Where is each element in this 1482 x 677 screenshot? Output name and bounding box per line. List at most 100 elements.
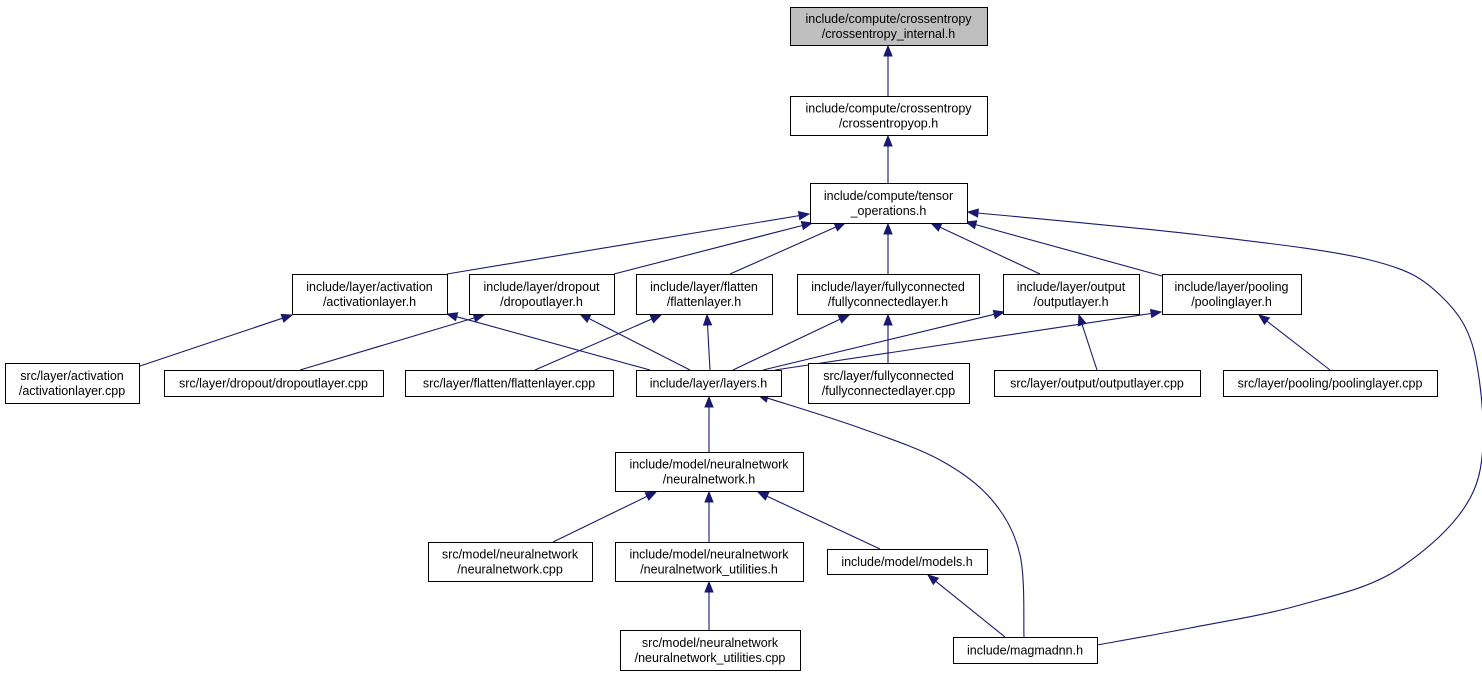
node-label-line: /fullyconnectedlayer.cpp bbox=[822, 384, 955, 398]
arrowhead-icon bbox=[833, 222, 847, 232]
edge-line bbox=[939, 226, 1041, 275]
node-label-line: /neuralnetwork_utilities.h bbox=[640, 563, 778, 577]
node-tensor-operations[interactable]: include/compute/tensor_operations.h bbox=[810, 183, 968, 224]
node-label-line: include/magmadnn.h bbox=[967, 644, 1083, 658]
node-label-line: include/layer/pooling bbox=[1175, 280, 1289, 294]
node-label-line: /poolinglayer.h bbox=[1191, 295, 1272, 309]
edge-line bbox=[139, 317, 283, 367]
edge-layers_h-to-poolinglayer_h bbox=[774, 308, 1163, 371]
node-label-line: /outputlayer.h bbox=[1033, 295, 1108, 309]
node-poolinglayer-h[interactable]: include/layer/pooling/poolinglayer.h bbox=[1162, 274, 1302, 315]
node-label-line: include/layer/layers.h bbox=[650, 377, 767, 391]
node-label-line: include/layer/fullyconnected bbox=[811, 280, 965, 294]
edge-flattenlayer_h-to-tensor_operations bbox=[729, 222, 847, 275]
edge-line bbox=[977, 212, 1482, 646]
node-neuralnetwork-cpp[interactable]: src/model/neuralnetwork/neuralnetwork.cp… bbox=[428, 542, 593, 582]
node-label-line: _operations.h bbox=[850, 204, 927, 218]
edge-line bbox=[613, 224, 803, 275]
node-box bbox=[790, 96, 988, 136]
node-label-line: /neuralnetwork_utilities.cpp bbox=[635, 651, 786, 665]
edge-layers_h-to-activationlayer_h bbox=[445, 312, 651, 371]
node-box bbox=[405, 370, 614, 397]
node-label-line: /activationlayer.h bbox=[323, 295, 416, 309]
node-label-line: include/layer/flatten bbox=[650, 280, 758, 294]
node-crossentropyop[interactable]: include/compute/crossentropy/crossentrop… bbox=[790, 96, 988, 136]
arrowhead-icon bbox=[797, 211, 811, 221]
edge-neuralnetwork_utilities_h-to-neuralnetwork_h bbox=[704, 490, 714, 542]
edge-neuralnetwork_h-to-layers_h bbox=[704, 395, 714, 452]
edge-line bbox=[766, 495, 881, 550]
edge-layers_h-to-flattenlayer_h bbox=[702, 313, 713, 371]
node-box bbox=[636, 370, 782, 397]
node-outputlayer-cpp[interactable]: src/layer/output/outputlayer.cpp bbox=[994, 370, 1201, 397]
edge-neuralnetwork_utilities_cpp-to-neuralnetwork_utilities_h bbox=[704, 580, 714, 630]
node-box bbox=[620, 630, 801, 671]
node-magmadnn-h[interactable]: include/magmadnn.h bbox=[953, 637, 1098, 664]
node-label-line: include/model/neuralnetwork bbox=[629, 458, 789, 472]
edge-line bbox=[588, 318, 691, 371]
arrowhead-icon bbox=[929, 222, 943, 232]
node-flattenlayer-h[interactable]: include/layer/flatten/flattenlayer.h bbox=[636, 274, 773, 315]
node-label-line: src/layer/output/outputlayer.cpp bbox=[1010, 377, 1184, 391]
edge-line bbox=[935, 580, 1006, 638]
node-crossentropy-internal[interactable]: include/compute/crossentropy/crossentrop… bbox=[790, 7, 988, 46]
arrowhead-icon bbox=[883, 44, 893, 57]
arrowhead-icon bbox=[578, 313, 592, 323]
edge-layers_h-to-outputlayer_h bbox=[762, 309, 1006, 371]
node-label-line: include/layer/output bbox=[1017, 280, 1126, 294]
node-models-h[interactable]: include/model/models.h bbox=[827, 549, 988, 575]
node-label-line: include/model/neuralnetwork bbox=[629, 548, 789, 562]
edges-layer bbox=[139, 44, 1482, 646]
arrowhead-icon bbox=[992, 309, 1006, 320]
node-neuralnetwork-utilities-h[interactable]: include/model/neuralnetwork/neuralnetwor… bbox=[615, 542, 804, 582]
node-label-line: src/layer/fullyconnected bbox=[823, 369, 954, 383]
edge-fullyconnectedlayer_cpp-to-fullyconnectedlayer_h bbox=[883, 313, 893, 363]
node-box bbox=[953, 637, 1098, 664]
edge-line bbox=[975, 224, 1163, 277]
edge-line bbox=[729, 226, 837, 275]
node-label-line: src/model/neuralnetwork bbox=[642, 636, 779, 650]
node-neuralnetwork-h[interactable]: include/model/neuralnetwork/neuralnetwor… bbox=[615, 452, 804, 492]
edge-crossentropyop-to-crossentropy_internal bbox=[883, 44, 893, 96]
edge-neuralnetwork_cpp-to-neuralnetwork_h bbox=[552, 491, 658, 543]
node-label-line: src/layer/flatten/flattenlayer.cpp bbox=[423, 377, 595, 391]
node-label-line: include/compute/crossentropy bbox=[805, 102, 972, 116]
edge-poolinglayer_h-to-tensor_operations bbox=[964, 220, 1163, 277]
arrowhead-icon bbox=[1149, 308, 1163, 319]
node-neuralnetwork-utilities-cpp[interactable]: src/model/neuralnetwork/neuralnetwork_ut… bbox=[620, 630, 801, 671]
edge-line bbox=[446, 215, 800, 275]
arrowhead-icon bbox=[926, 574, 940, 586]
node-label-line: src/layer/pooling/poolinglayer.cpp bbox=[1238, 377, 1423, 391]
node-label-line: src/model/neuralnetwork bbox=[442, 548, 579, 562]
nodes-layer: include/compute/crossentropy/crossentrop… bbox=[5, 7, 1438, 671]
node-box bbox=[292, 274, 448, 315]
arrowhead-icon bbox=[883, 222, 893, 235]
node-box bbox=[615, 542, 804, 582]
arrowhead-icon bbox=[445, 312, 459, 322]
node-box bbox=[810, 183, 968, 224]
node-poolinglayer-cpp[interactable]: src/layer/pooling/poolinglayer.cpp bbox=[1223, 370, 1438, 397]
node-label-line: /neuralnetwork.h bbox=[663, 473, 755, 487]
node-label-line: /flattenlayer.h bbox=[667, 295, 741, 309]
node-activationlayer-h[interactable]: include/layer/activation/activationlayer… bbox=[292, 274, 448, 315]
node-activationlayer-cpp[interactable]: src/layer/activation/activationlayer.cpp bbox=[5, 363, 140, 404]
edge-line bbox=[706, 324, 711, 371]
arrowhead-icon bbox=[883, 313, 893, 326]
node-outputlayer-h[interactable]: include/layer/output/outputlayer.h bbox=[1003, 274, 1140, 315]
edge-tensor_operations-to-crossentropyop bbox=[883, 134, 893, 183]
node-box bbox=[164, 370, 384, 397]
arrowhead-icon bbox=[837, 314, 851, 324]
node-flattenlayer-cpp[interactable]: src/layer/flatten/flattenlayer.cpp bbox=[405, 370, 614, 397]
edge-line bbox=[534, 318, 653, 371]
edge-magmadnn_h-to-layers_h bbox=[756, 393, 1025, 638]
edge-line bbox=[774, 312, 1152, 371]
node-fullyconnectedlayer-h[interactable]: include/layer/fullyconnected/fullyconnec… bbox=[797, 274, 980, 315]
node-layers-h[interactable]: include/layer/layers.h bbox=[636, 370, 782, 397]
arrowhead-icon bbox=[649, 314, 663, 324]
node-label-line: /dropoutlayer.h bbox=[500, 295, 583, 309]
node-dropoutlayer-cpp[interactable]: src/layer/dropout/dropoutlayer.cpp bbox=[164, 370, 384, 397]
edge-dropoutlayer_h-to-tensor_operations bbox=[613, 221, 814, 275]
node-dropoutlayer-h[interactable]: include/layer/dropout/dropoutlayer.h bbox=[469, 274, 615, 315]
node-fullyconnectedlayer-cpp[interactable]: src/layer/fullyconnected/fullyconnectedl… bbox=[808, 363, 970, 404]
node-box bbox=[1003, 274, 1140, 315]
